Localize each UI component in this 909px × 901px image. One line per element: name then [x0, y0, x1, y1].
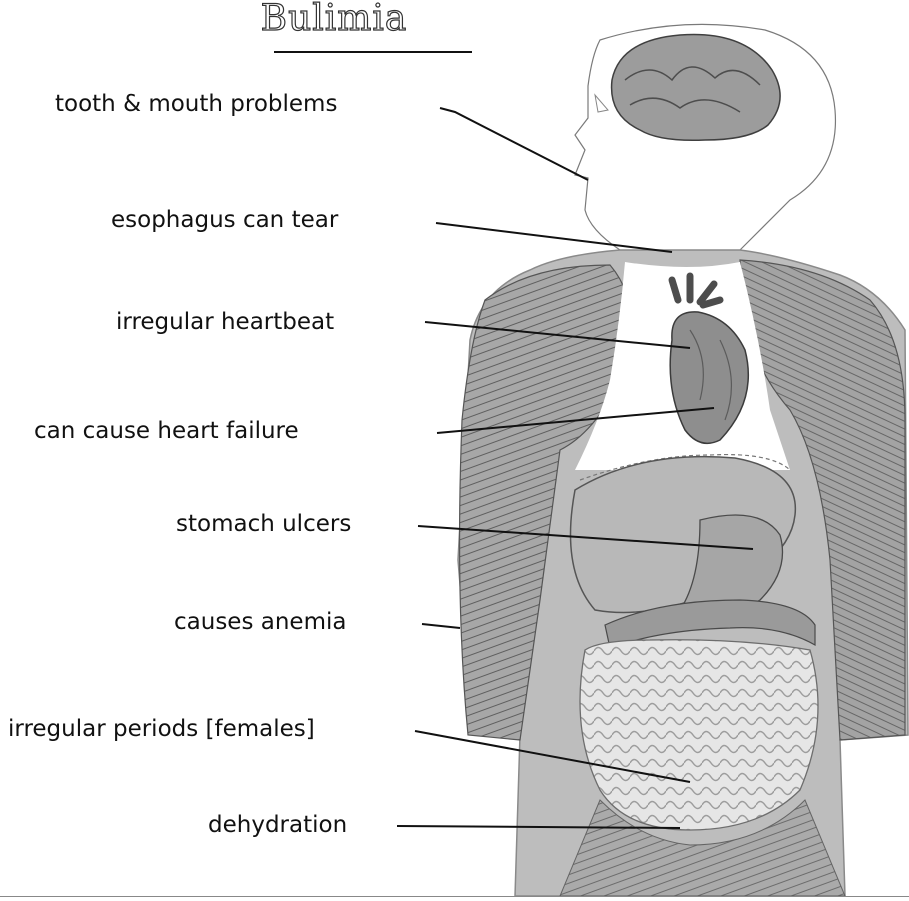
leader-line-tooth [440, 108, 588, 180]
leader-line-anemia [422, 624, 460, 628]
label-anemia: causes anemia [174, 608, 346, 636]
label-stomach-ulcers: stomach ulcers [176, 510, 351, 538]
label-dehydration: dehydration [208, 811, 347, 839]
bottom-border [0, 896, 909, 897]
label-heart-failure: can cause heart failure [34, 417, 299, 445]
label-heartbeat: irregular heartbeat [116, 308, 334, 336]
small-intestine [580, 640, 818, 830]
label-tooth-mouth: tooth & mouth problems [55, 90, 337, 118]
page-title: Bulimia [214, 0, 454, 39]
label-periods: irregular periods [females] [8, 715, 315, 743]
label-esophagus: esophagus can tear [111, 206, 338, 234]
